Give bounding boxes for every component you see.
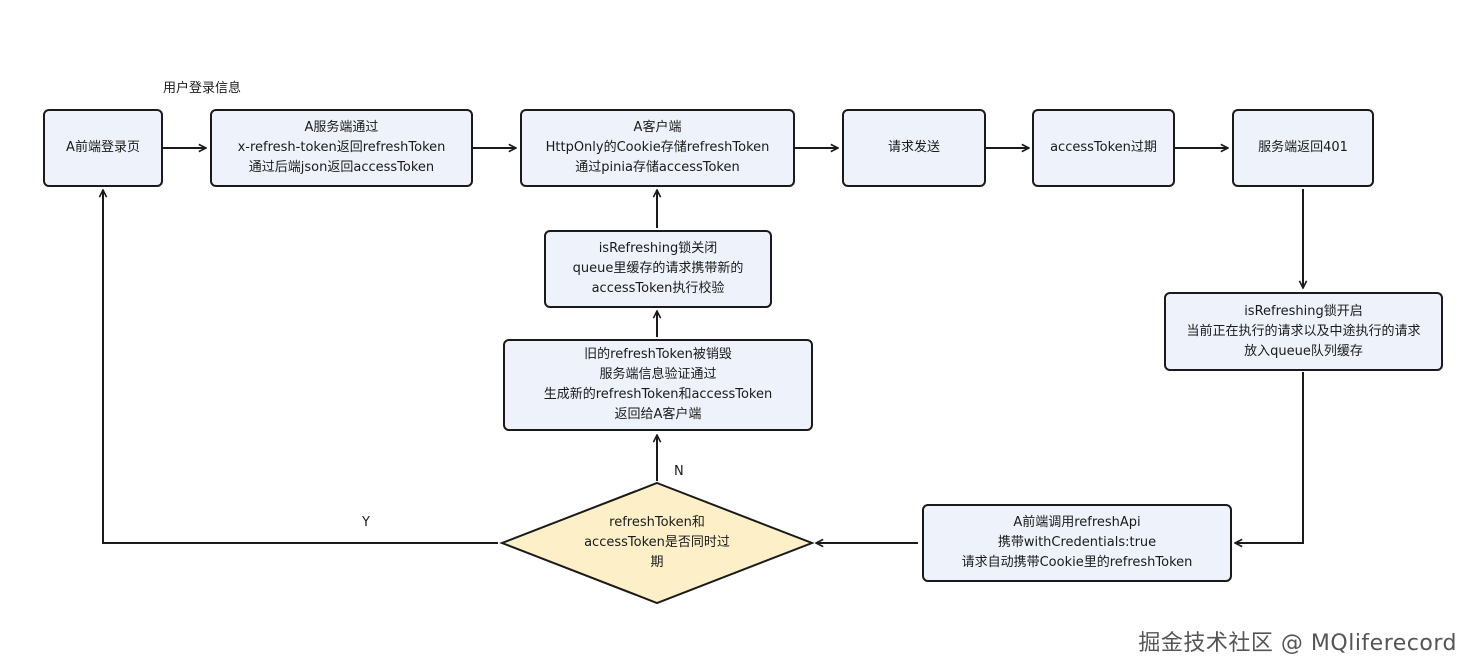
node-text-line: accessToken是否同时过 <box>584 535 730 550</box>
node-send-request: 请求发送 <box>842 109 986 187</box>
node-text-line: 服务端信息验证通过 <box>599 367 717 382</box>
node-call-refresh: A前端调用refreshApi 携带withCredentials:true 请求自… <box>922 504 1232 582</box>
node-login-page: A前端登录页 <box>43 109 163 187</box>
node-text-line: 携带withCredentials:true <box>997 535 1157 550</box>
decision-text: refreshToken和 accessToken是否同时过期 <box>557 513 757 573</box>
node-text-line: A服务端通过 <box>304 120 379 135</box>
node-text-line: A前端调用refreshApi <box>1013 515 1141 530</box>
node-text-line: 请求发送 <box>887 140 940 155</box>
node-token-renew: 旧的refreshToken被销毁服务端信息验证通过生成新的refreshTok… <box>503 339 813 431</box>
node-lock-on: isRefreshing锁开启当前正在执行的请求以及中途执行的请求放入queue… <box>1164 292 1443 371</box>
edge-decision-yes <box>103 190 498 544</box>
node-server-401: 服务端返回401 <box>1232 109 1374 187</box>
label-no: N <box>674 464 684 479</box>
node-text-line: isRefreshing锁关闭 <box>598 241 718 256</box>
node-text-line: 通过后端json返回accessToken <box>248 160 435 175</box>
node-text-line: queue里缓存的请求携带新的 <box>572 261 744 276</box>
label-yes: Y <box>362 515 370 530</box>
decision-diamond <box>499 481 815 605</box>
watermark: 掘金技术社区 @ MQliferecord <box>1138 631 1457 656</box>
node-text-line: 生成新的refreshToken和accessToken <box>543 387 773 402</box>
node-text-line: 返回给A客户端 <box>614 407 702 422</box>
node-server-a: A服务端通过 x-refresh-token返回refreshToken 通过后端j… <box>210 109 473 187</box>
node-text-line: A前端登录页 <box>66 140 140 155</box>
node-text-line: 旧的refreshToken被销毁 <box>584 347 732 362</box>
node-client-a: A客户端 HttpOnly的Cookie存储refreshToken 通过pinia… <box>520 109 795 187</box>
node-text-line: HttpOnly的Cookie存储refreshToken <box>545 140 770 155</box>
node-text-line: A客户端 <box>633 120 682 135</box>
node-text-line: 放入queue队列缓存 <box>1244 343 1363 359</box>
node-text-line: x-refresh-token返回refreshToken <box>237 140 446 155</box>
node-token-expired: accessToken过期 <box>1032 109 1175 187</box>
node-text-line: refreshToken和 <box>609 515 705 530</box>
node-text-line: 当前正在执行的请求以及中途执行的请求 <box>1186 323 1421 339</box>
node-text-line: accessToken执行校验 <box>591 281 725 296</box>
label-user-login-info: 用户登录信息 <box>163 81 242 96</box>
node-text-line: 请求自动携带Cookie里的refreshToken <box>961 555 1193 570</box>
node-text-line: accessToken过期 <box>1050 140 1157 155</box>
node-text-line: isRefreshing锁开启 <box>1244 303 1363 319</box>
node-lock-off: isRefreshing锁关闭 queue里缓存的请求携带新的 accessToke… <box>544 230 772 308</box>
node-text-line: 通过pinia存储accessToken <box>575 160 740 175</box>
edge-lock-on-to-call-refresh <box>1235 372 1304 543</box>
node-text-line: 服务端返回401 <box>1258 140 1348 155</box>
node-text-line: 期 <box>650 555 664 570</box>
